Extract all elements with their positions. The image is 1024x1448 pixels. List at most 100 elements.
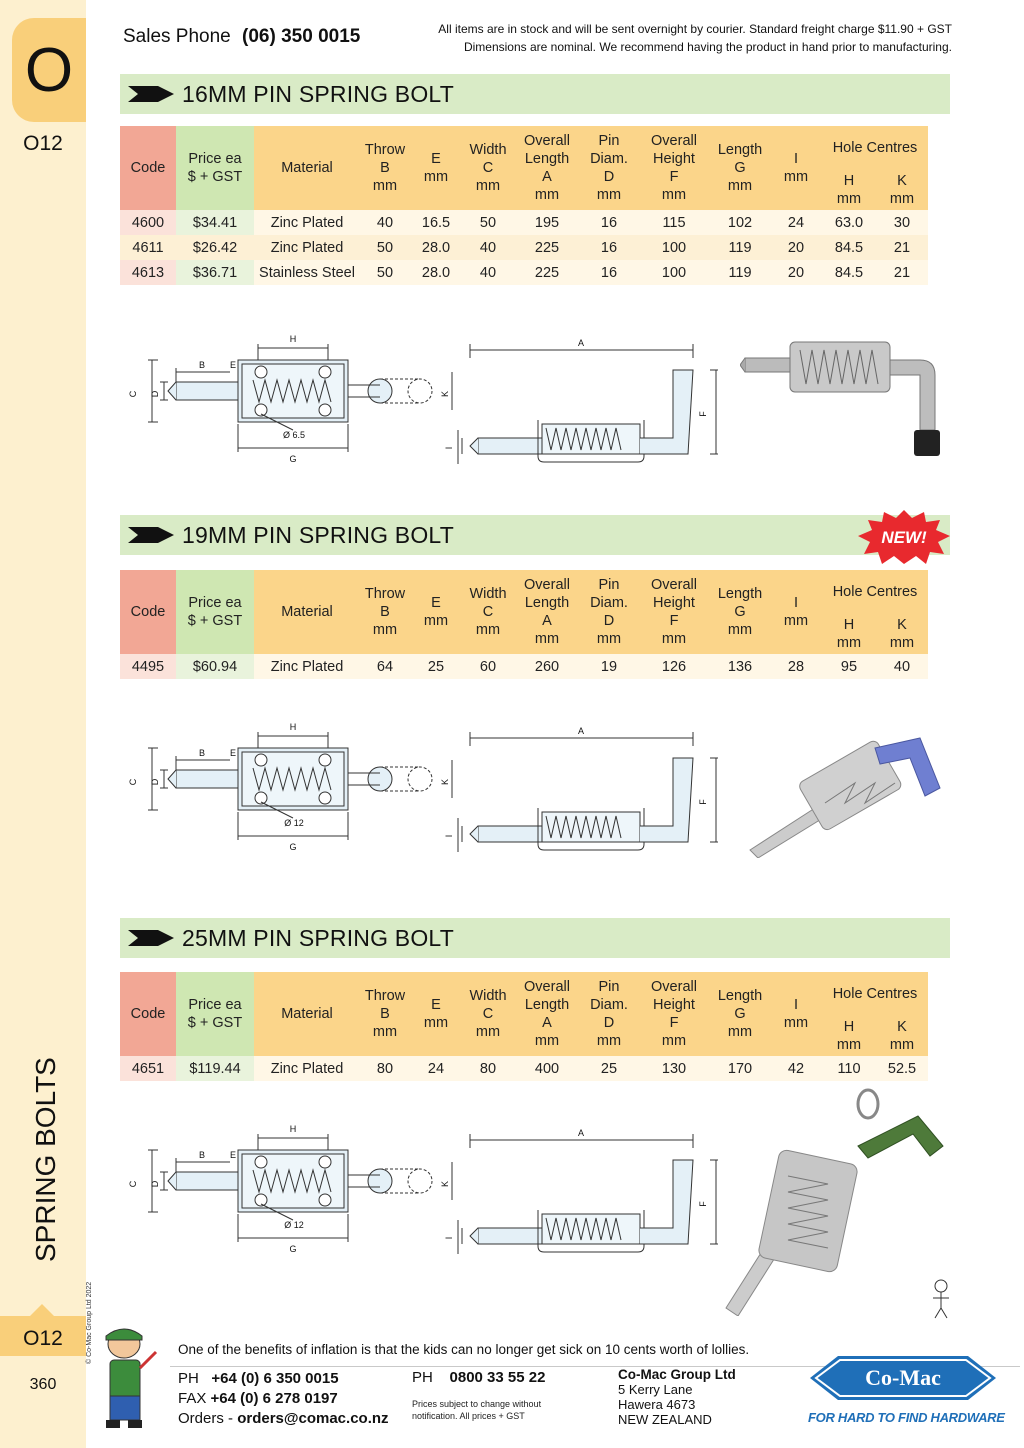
dimension-diagram-25mm: H B E C D K Ø 12 G A F I — [118, 1120, 722, 1265]
table-cell: Stainless Steel — [254, 260, 360, 285]
company-address: Co-Mac Group Ltd 5 Kerry Lane Hawera 467… — [618, 1367, 736, 1427]
new-badge-text: NEW! — [881, 528, 927, 547]
column-header-code: Code — [120, 570, 176, 654]
table-cell: Zinc Plated — [254, 654, 360, 679]
starburst-icon — [858, 510, 950, 564]
mascot-icon — [105, 1328, 158, 1428]
table-cell: 110 — [822, 1056, 876, 1081]
table-cell: 30 — [876, 210, 928, 235]
product-photo-25mm — [725, 1088, 944, 1316]
sales-phone-number[interactable]: (06) 350 0015 — [242, 26, 361, 47]
table-cell: 50 — [360, 260, 410, 285]
fax-number[interactable]: +64 (0) 6 278 0197 — [210, 1390, 338, 1407]
table-cell: 20 — [770, 235, 822, 260]
product-code: 4651 — [120, 1056, 176, 1081]
arrow-right-icon — [128, 527, 174, 543]
table-cell: 42 — [770, 1056, 822, 1081]
table-cell: 28 — [770, 654, 822, 679]
table-cell: 100 — [638, 260, 710, 285]
table-cell: 50 — [360, 235, 410, 260]
tagline: FOR HARD TO FIND HARDWARE — [808, 1410, 1005, 1425]
price-cell: $36.71 — [176, 260, 254, 285]
dimension-label: A — [578, 726, 584, 736]
notice-line: Dimensions are nominal. We recommend hav… — [463, 40, 952, 54]
column-header-material: Material — [254, 570, 360, 654]
dimension-label: D — [150, 778, 160, 785]
freephone: PH 0800 33 55 22 — [412, 1369, 545, 1386]
section-header-16mm: 16MM PIN SPRING BOLT — [120, 74, 950, 114]
table-cell: 24 — [770, 210, 822, 235]
section-title: 16MM PIN SPRING BOLT — [182, 80, 454, 107]
table-cell: 28.0 — [410, 235, 462, 260]
column-header-price: Price ea$ + GST — [176, 126, 254, 210]
dimension-label: Ø 6.5 — [283, 430, 305, 440]
table-cell: 95 — [822, 654, 876, 679]
phone-number[interactable]: +64 (0) 6 350 0015 — [211, 1370, 339, 1387]
notice-line: All items are in stock and will be sent … — [438, 22, 952, 36]
dimension-label: K — [440, 1181, 450, 1187]
table-cell: 115 — [638, 210, 710, 235]
dimension-diagram-16mm: H B E C D K Ø 6.5 G A F I — [118, 330, 722, 475]
mascot-sketch-icon — [933, 1279, 949, 1319]
dimension-label: F — [698, 799, 708, 805]
table-cell: 64 — [360, 654, 410, 679]
logo-text: Co-Mac — [865, 1365, 941, 1390]
sidebar — [0, 0, 86, 1448]
product-photo-19mm — [749, 737, 941, 858]
table-cell: 119 — [710, 260, 770, 285]
product-code: 4600 — [120, 210, 176, 235]
stock-notice: All items are in stock and will be sent … — [438, 20, 952, 56]
table-cell: 100 — [638, 235, 710, 260]
price-cell: $60.94 — [176, 654, 254, 679]
dimension-label: F — [698, 1201, 708, 1207]
column-header-material: Material — [254, 126, 360, 210]
table-cell: 260 — [514, 654, 580, 679]
bottom-tab — [0, 1304, 86, 1356]
table-cell: 84.5 — [822, 260, 876, 285]
freephone-number[interactable]: 0800 33 55 22 — [449, 1369, 546, 1386]
dimension-label: I — [444, 1237, 454, 1240]
product-photo-16mm — [740, 341, 940, 456]
table-cell: 136 — [710, 654, 770, 679]
product-code: 4495 — [120, 654, 176, 679]
table-cell: 130 — [638, 1056, 710, 1081]
price-cell: $26.42 — [176, 235, 254, 260]
dimension-label: E — [230, 748, 236, 758]
column-header-code: Code — [120, 126, 176, 210]
table-cell: 40 — [462, 260, 514, 285]
table-cell: 170 — [710, 1056, 770, 1081]
dimension-label: B — [199, 748, 205, 758]
arrow-right-icon — [128, 86, 174, 102]
company-name: Co-Mac Group Ltd — [618, 1367, 736, 1382]
table-cell: 225 — [514, 260, 580, 285]
section-title: 19MM PIN SPRING BOLT — [182, 521, 454, 548]
dimension-label: Ø 12 — [284, 1220, 304, 1230]
orders-email-link[interactable]: orders@comac.co.nz — [237, 1410, 389, 1427]
section-tab-letter: O — [12, 18, 86, 122]
table-cell: Zinc Plated — [254, 1056, 360, 1081]
column-header-hole-centres: Hole Centres — [822, 126, 928, 170]
table-cell: Zinc Plated — [254, 210, 360, 235]
dimension-label: A — [578, 1128, 584, 1138]
table-cell: 19 — [580, 654, 638, 679]
table-cell: 84.5 — [822, 235, 876, 260]
address-line: NEW ZEALAND — [618, 1412, 712, 1427]
dimension-label: F — [698, 411, 708, 417]
